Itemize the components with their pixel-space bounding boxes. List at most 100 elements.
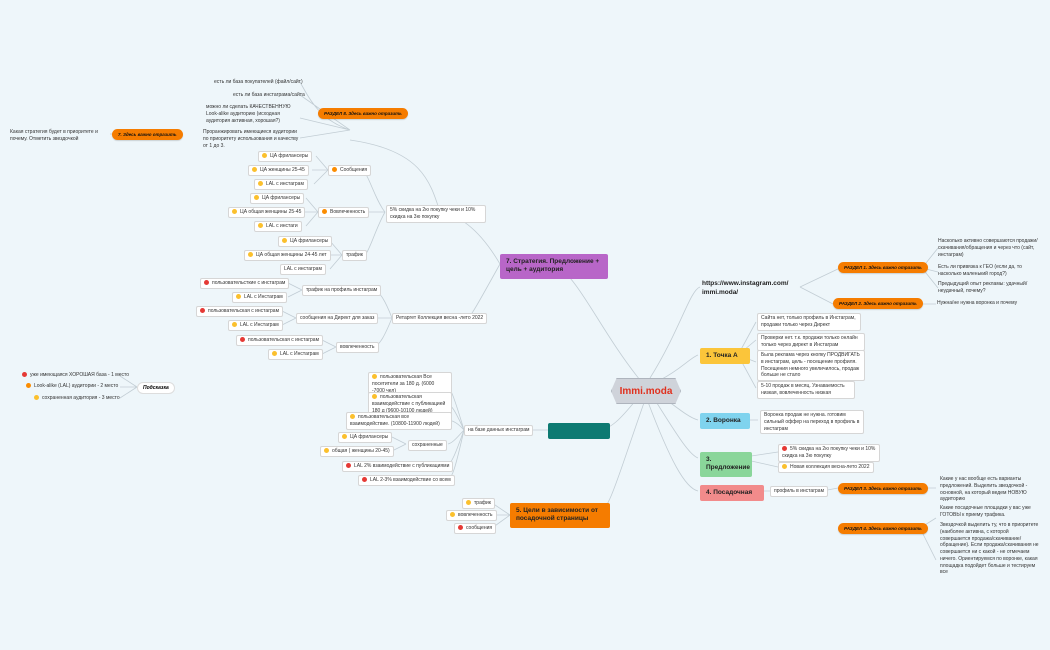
label: сохраненная аудитория - 3 место [42,395,120,401]
branch-3-offer[interactable]: 3. Предложение [700,452,752,477]
branch-1-point-a[interactable]: 1. Точка А [700,348,750,365]
direct-node[interactable]: сообщения на Директ для заказ [296,313,379,324]
priority-high-icon [346,463,351,469]
direct-item-1[interactable]: пользовательская с инстаграм [196,306,284,317]
label: ЦА общая женщины 24-45 лет [256,252,327,258]
b1-item-3[interactable]: Была реклама через кнопку ПРОДВИГАТЬ в и… [757,350,865,381]
priority-high-icon [240,337,245,343]
label: ЦА фрилансеры [262,195,301,201]
prof-traf-item-2[interactable]: LAL с Инстаграм [232,292,287,303]
label: вовлеченность [458,512,493,518]
s8-item-2: есть ли база инстаграма/сайта [233,92,305,98]
branch-4-landing[interactable]: 4. Посадочная [700,485,764,502]
saved-item-2[interactable]: общая ( женщины 20-45) [320,446,394,457]
b1-item-1[interactable]: Сайта нет, только профиль в Инстаграм, п… [757,313,861,331]
label: LAL 2% взаимодействие с публикациями [354,463,450,469]
b4-text[interactable]: профиль в инстаграм [770,486,829,497]
section-2-tag[interactable]: РАЗДЕЛ 2. Здесь важно отразить [833,298,923,309]
s3-text: Какие у нас вообще есть варианты предлож… [940,476,1028,503]
section-3-tag[interactable]: РАЗДЕЛ 3. Здесь важно отразить [838,483,928,494]
b5-item-3[interactable]: сообщения [454,523,497,534]
lal3-node[interactable]: LAL 2-3% взаимодействие со всем [358,475,455,486]
retarget-node[interactable]: Ретаргет Коллекция весна -лето 2022 [392,313,488,324]
priority-high-icon [22,372,27,378]
s8-item-4: Проранжировать имеющиеся аудитории по пр… [203,129,299,149]
saved-item-1[interactable]: ЦА фрилансеры [338,432,393,443]
section-1-tag[interactable]: РАЗДЕЛ 1. Здесь важно отразить [838,262,928,273]
hint-item-1: уже имеющаяся ХОРОШАЯ база - 1 место [22,372,129,379]
label: Look-alike (LAL) аудитории - 2 место [34,383,119,389]
s7-text: Какая стратегия будет в приоритете и поч… [10,129,98,142]
b3-item-1[interactable]: 5% скидка на 2ю покупку чеки и 10% скидк… [778,444,880,462]
label: LAL с инстаграм [266,181,304,187]
b3-item-2[interactable]: Новая коллекция весна-лето 2022 [778,462,874,473]
b1-item-4[interactable]: 5-10 продаж в месяц. Узнаваемость низкая… [757,381,855,399]
label: LAL с инстаги [266,223,298,229]
b2-text[interactable]: Воронка продаж не нужна. готовим сильный… [760,410,864,435]
section-8-tag[interactable]: РАЗДЕЛ 8. Здесь важно отразить [318,108,408,119]
label: 5% скидка на 2ю покупку чеки и 10% скидк… [782,446,876,459]
branch-2-funnel[interactable]: 2. Воронка [700,413,750,430]
s1-item-3: Предыдущий опыт рекламы: удачный/неудачн… [938,281,1028,294]
star-icon [372,394,377,400]
priority-high-icon [200,308,205,314]
priority-icon [332,167,337,173]
traf-item-3[interactable]: LAL с инстаграм [280,264,326,275]
priority-high-icon [782,446,787,452]
s1-item-1: Насколько активно совершаются продажи/ск… [938,238,1038,258]
branch-5-goals[interactable]: 5. Цели в зависимости от посадочной стра… [510,503,610,528]
traf-item-1[interactable]: ЦА фрилансеры [278,236,333,247]
b6-item-3[interactable]: пользовательская все взаимодействие. (10… [346,412,452,430]
label: пользовательская все взаимодействие. (10… [350,414,440,427]
section-4-tag[interactable]: РАЗДЕЛ 4. Здесь важно отразить [838,523,928,534]
profile-traffic-node[interactable]: трафик на профиль инстаграм [302,285,382,296]
b5-item-2[interactable]: вовлеченность [446,510,497,521]
eng-item-2[interactable]: ЦА общая женщины 25-45 [228,207,306,218]
lal2-node[interactable]: LAL 2% взаимодействие с публикациями [342,461,454,472]
b5-item-1[interactable]: трафик [462,498,495,509]
instagram-url[interactable]: https://www.instagram.com/ immi.moda/ [702,280,789,296]
branch-6[interactable]: 6. [548,423,610,440]
label: ЦА общая женщины 25-45 [240,209,302,215]
star-icon [254,195,259,201]
eng-item-1[interactable]: ЦА фрилансеры [250,193,305,204]
priority-high-icon [458,525,463,531]
direct-item-2[interactable]: LAL с Инстаграм [228,320,283,331]
msg-item-2[interactable]: ЦА женщины 25-45 [248,165,309,176]
label: LAL с Инстаграм [280,351,319,357]
star-icon [372,374,377,380]
star-icon [252,167,257,173]
eng-item-3[interactable]: LAL с инстаги [254,221,302,232]
prof-traf-item-1[interactable]: пользовательсткие с инстаграм [200,278,290,289]
section-7-tag[interactable]: 7. Здесь важно отразить [112,129,183,140]
traffic-node[interactable]: трафик [342,250,367,261]
msg-item-3[interactable]: LAL с инстаграм [254,179,308,190]
label: LAL с Инстаграм [244,294,283,300]
traf-item-2[interactable]: ЦА общая женщины 24-45 лет [244,250,331,261]
star-icon [258,223,263,229]
msg-item-1[interactable]: ЦА фрилансеры [258,151,313,162]
priority-icon [26,383,31,389]
messages-node[interactable]: Сообщения [328,165,372,176]
star-icon [272,351,277,357]
star-icon [236,294,241,300]
saved-node[interactable]: сохраненные [408,440,447,451]
label: сообщения [466,525,493,531]
star-icon [466,500,471,506]
branch-7-strategy[interactable]: 7. Стратегия. Предложение + цель + аудит… [500,254,608,279]
label: LAL с Инстаграм [240,322,279,328]
engagement-node[interactable]: Вовлеченность [318,207,370,218]
b6-base-node[interactable]: на базе данных инстаграм [464,425,534,436]
label: ЦА фрилансеры [290,238,329,244]
eng2-item-2[interactable]: LAL с Инстаграм [268,349,323,360]
hint-node[interactable]: Подсказка [137,382,175,394]
root-node[interactable]: Immi.moda [611,378,681,404]
eng2-item-1[interactable]: пользовательская с инстаграм [236,335,324,346]
offer-node[interactable]: 5% скидка на 2ю покупку чеки и 10% скидк… [386,205,486,223]
engagement2-node[interactable]: вовлеченность [336,342,379,353]
s4-text-1: Какие посадочные площадки у вас уже ГОТО… [940,505,1031,518]
label: пользовательская Все посетители за 180 д… [372,374,435,394]
b1-item-2[interactable]: Проверки нет. т.к. продажи только онлайн… [757,333,865,351]
star-icon [350,414,355,420]
